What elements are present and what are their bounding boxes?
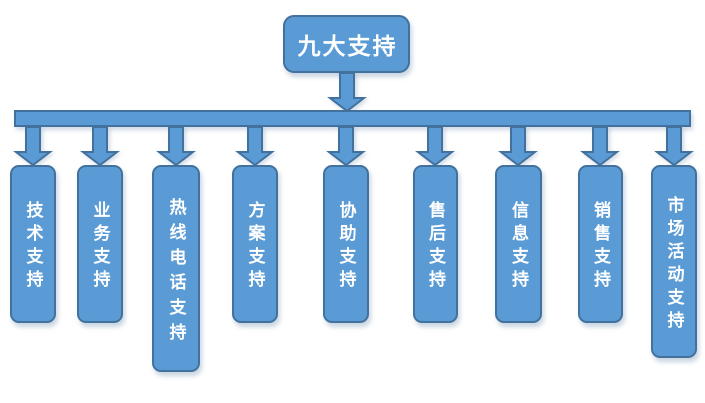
root-node: 九大支持	[283, 15, 410, 73]
child-node-business-support: 业务支持	[77, 165, 123, 323]
arrow-shape	[415, 126, 455, 167]
child-node-marketing-activity-support: 市场活动支持	[651, 165, 697, 358]
distribution-bar	[14, 110, 691, 127]
child-node-label: 协助支持	[336, 201, 356, 293]
child-node-assistance-support: 协助支持	[323, 165, 369, 323]
down-arrow-icon	[80, 126, 120, 167]
down-arrow-icon	[415, 126, 455, 167]
down-arrow-icon	[156, 126, 196, 167]
down-arrow-icon	[326, 126, 366, 167]
arrow-shape	[326, 126, 366, 167]
arrow-shape	[654, 126, 694, 167]
child-node-aftersales-support: 售后支持	[413, 165, 458, 323]
root-node-label: 九大支持	[297, 33, 398, 59]
child-node-label: 热线电话支持	[166, 197, 186, 348]
child-node-label: 售后支持	[426, 201, 445, 293]
child-node-solution-support: 方案支持	[232, 165, 278, 323]
child-node-label: 信息支持	[509, 201, 528, 293]
child-node-hotline-support: 热线电话支持	[152, 165, 200, 372]
arrow-shape	[156, 126, 196, 167]
down-arrow-icon	[498, 126, 538, 167]
arrow-shape	[80, 126, 120, 167]
child-node-label: 技术支持	[23, 201, 43, 293]
down-arrow-icon	[654, 126, 694, 167]
child-node-technical-support: 技术支持	[10, 165, 56, 323]
down-arrow-icon	[327, 72, 367, 113]
child-node-label: 业务支持	[90, 201, 110, 293]
child-node-label: 方案支持	[245, 201, 265, 293]
arrow-shape	[13, 126, 53, 167]
arrow-shape	[327, 72, 367, 113]
child-node-label: 销售支持	[591, 201, 610, 293]
arrow-shape	[498, 126, 538, 167]
child-node-label: 市场活动支持	[664, 195, 684, 334]
arrow-shape	[580, 126, 620, 167]
child-node-sales-support: 销售支持	[578, 165, 623, 323]
down-arrow-icon	[13, 126, 53, 167]
down-arrow-icon	[235, 126, 275, 167]
arrow-shape	[235, 126, 275, 167]
child-node-information-support: 信息支持	[495, 165, 542, 323]
down-arrow-icon	[580, 126, 620, 167]
